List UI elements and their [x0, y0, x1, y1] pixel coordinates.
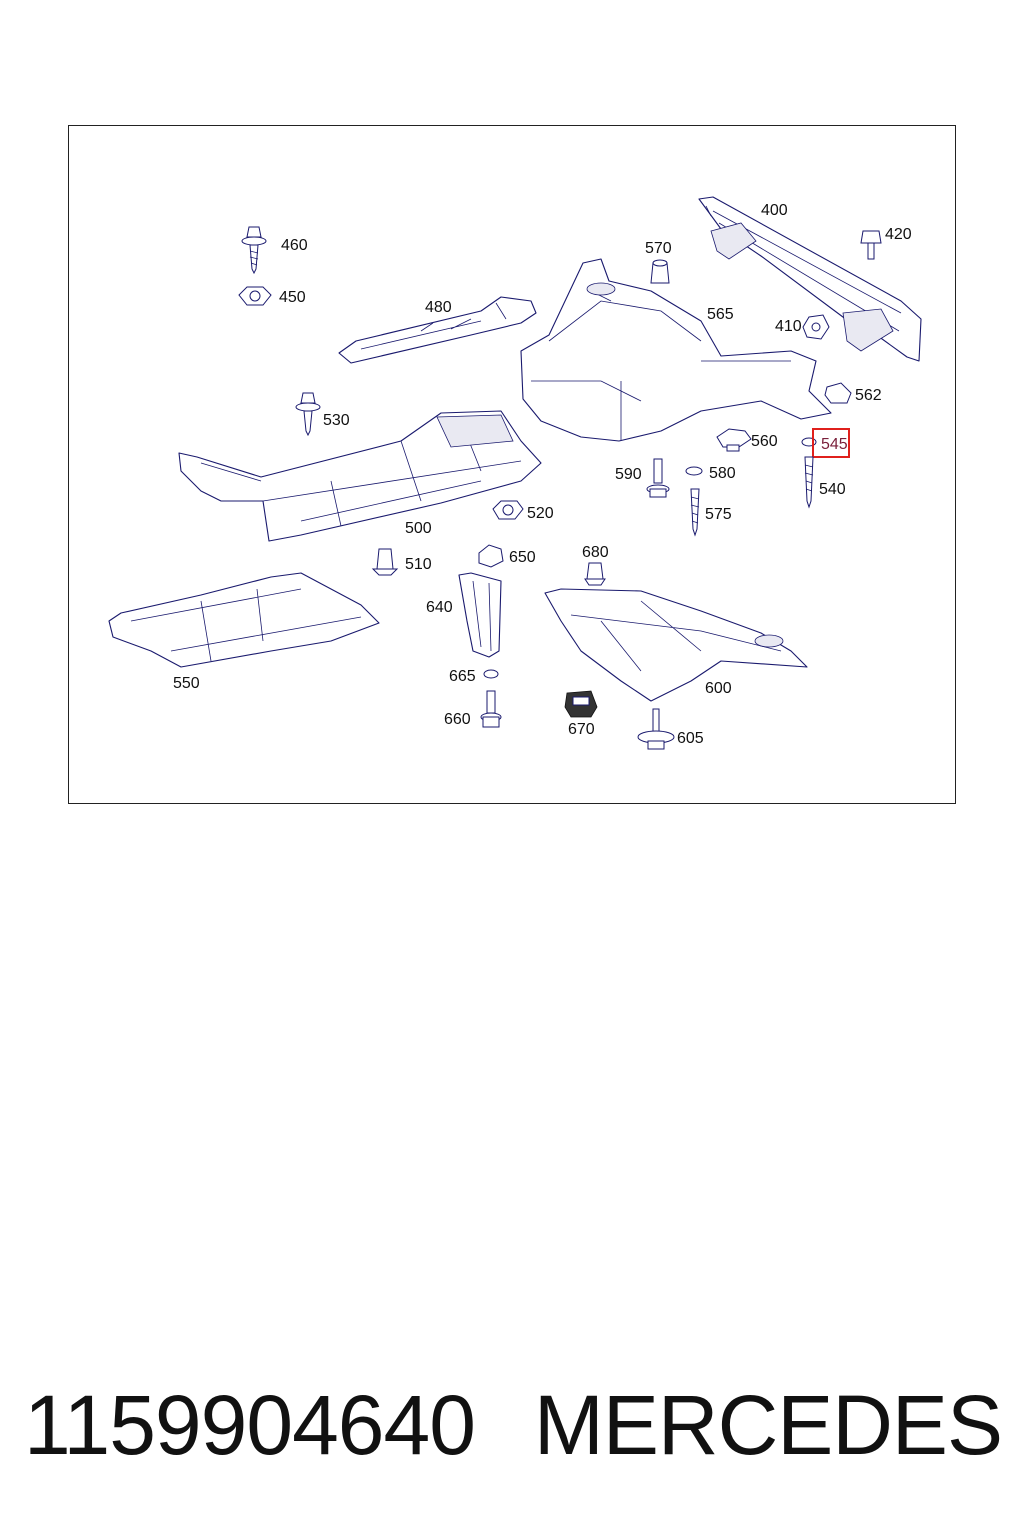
part-562-nut	[824, 382, 852, 404]
part-410-nut	[802, 314, 830, 340]
part-480-shield	[338, 296, 537, 364]
part-570-clip	[650, 259, 670, 284]
callout-590: 590	[615, 466, 642, 483]
parts-diagram-frame: 400 420 410 460 450 480 570 565 562 530 …	[68, 125, 956, 804]
callout-665: 665	[449, 668, 476, 685]
callout-545: 545	[821, 436, 848, 453]
callout-605: 605	[677, 730, 704, 747]
callout-480: 480	[425, 299, 452, 316]
callout-510: 510	[405, 556, 432, 573]
callout-420: 420	[885, 226, 912, 243]
part-number: 1159904640	[24, 1377, 476, 1472]
brand-name: MERCEDES	[533, 1377, 1003, 1472]
part-660-bolt	[480, 690, 502, 728]
callout-575: 575	[705, 506, 732, 523]
part-460-screw	[241, 226, 267, 275]
part-530-screw	[295, 392, 321, 437]
callout-460: 460	[281, 237, 308, 254]
callout-600: 600	[705, 680, 732, 697]
part-600-cover	[544, 588, 808, 702]
part-400-crossmember	[698, 196, 922, 362]
part-650-nut	[478, 544, 504, 568]
callout-500: 500	[405, 520, 432, 537]
callout-530: 530	[323, 412, 350, 429]
callout-450: 450	[279, 289, 306, 306]
callout-550: 550	[173, 675, 200, 692]
part-500-shield	[178, 410, 542, 542]
parts-diagram: 400 420 410 460 450 480 570 565 562 530 …	[108, 196, 922, 750]
callout-570: 570	[645, 240, 672, 257]
callout-520: 520	[527, 505, 554, 522]
part-680-clip	[584, 562, 606, 586]
part-670-grommet	[564, 690, 598, 718]
callout-540: 540	[819, 481, 846, 498]
callout-400: 400	[761, 202, 788, 219]
callout-670: 670	[568, 721, 595, 738]
part-520-clip	[492, 500, 524, 520]
callout-640: 640	[426, 599, 453, 616]
part-665-washer	[483, 669, 499, 679]
part-565-panel	[520, 258, 832, 442]
callout-680: 680	[582, 544, 609, 561]
part-420-bolt	[860, 230, 882, 260]
part-575-screw	[690, 488, 700, 537]
highlight-box-545	[812, 428, 850, 458]
part-590-bolt	[646, 458, 670, 498]
part-550-panel	[108, 572, 380, 668]
part-605-screw	[637, 708, 675, 750]
part-540-screw	[804, 456, 814, 509]
callout-410: 410	[775, 318, 802, 335]
callout-562: 562	[855, 387, 882, 404]
part-580-washer	[685, 466, 703, 476]
callout-650: 650	[509, 549, 536, 566]
callout-565: 565	[707, 306, 734, 323]
callout-580: 580	[709, 465, 736, 482]
part-560-nut	[716, 428, 752, 452]
part-640-bracket	[458, 572, 502, 658]
callout-660: 660	[444, 711, 471, 728]
part-510-nut	[371, 548, 399, 576]
caption: 1159904640 MERCEDES	[0, 1370, 1024, 1480]
part-450-clip	[238, 286, 272, 306]
callout-560: 560	[751, 433, 778, 450]
